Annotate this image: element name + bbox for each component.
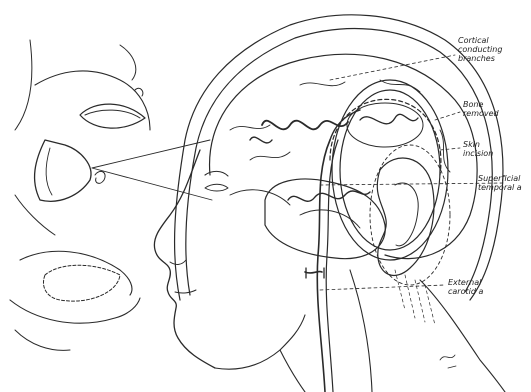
chin-jaw <box>215 315 305 369</box>
label-cortical-branches: Cortical conducting branches <box>458 36 502 63</box>
brain-mass-cross <box>230 190 360 228</box>
ear-outline <box>377 158 434 275</box>
inset-nose <box>15 40 55 235</box>
bone-window <box>347 103 423 147</box>
nostril <box>170 260 186 264</box>
inset-lip-lower <box>10 298 140 323</box>
eye <box>205 184 228 191</box>
inset-curl <box>95 171 105 183</box>
label-external-carotid: External carotid a <box>448 278 483 296</box>
artist-mark <box>440 355 456 368</box>
leader-cortical <box>330 55 455 80</box>
cortical-vessel-3 <box>250 137 272 143</box>
temporal-lobe <box>265 179 385 259</box>
inset-connector <box>92 140 210 168</box>
external-carotid <box>305 272 322 273</box>
brain-outline <box>210 54 478 258</box>
ear-inner <box>395 183 418 246</box>
inset-chin <box>15 330 70 350</box>
inset-connector-2 <box>92 168 212 200</box>
inset-eyelid-inner <box>46 148 52 195</box>
leader-bone <box>435 112 460 120</box>
neck-hatching <box>395 270 435 325</box>
inset-eye-shape <box>80 104 145 128</box>
eyebrow <box>205 171 228 176</box>
inset-eyelid-fold <box>35 140 91 201</box>
face-profile <box>154 150 215 368</box>
leader-skin <box>440 148 460 150</box>
skull-inner-outline <box>186 29 492 295</box>
shoulder <box>420 280 505 392</box>
superficial-temporal-artery <box>317 140 330 392</box>
leader-external <box>320 285 445 290</box>
skull-outline <box>175 15 503 300</box>
inset-lip-outline <box>43 265 120 301</box>
inset-eye-lid <box>85 110 140 118</box>
label-bone-removed: Bone removed <box>463 100 499 118</box>
inset-lip-top <box>20 251 132 295</box>
bone-window-vessel <box>360 114 418 123</box>
label-skin-incision: Skin incision <box>463 140 493 158</box>
label-superficial-temporal: Superficial temporal a <box>478 174 522 192</box>
